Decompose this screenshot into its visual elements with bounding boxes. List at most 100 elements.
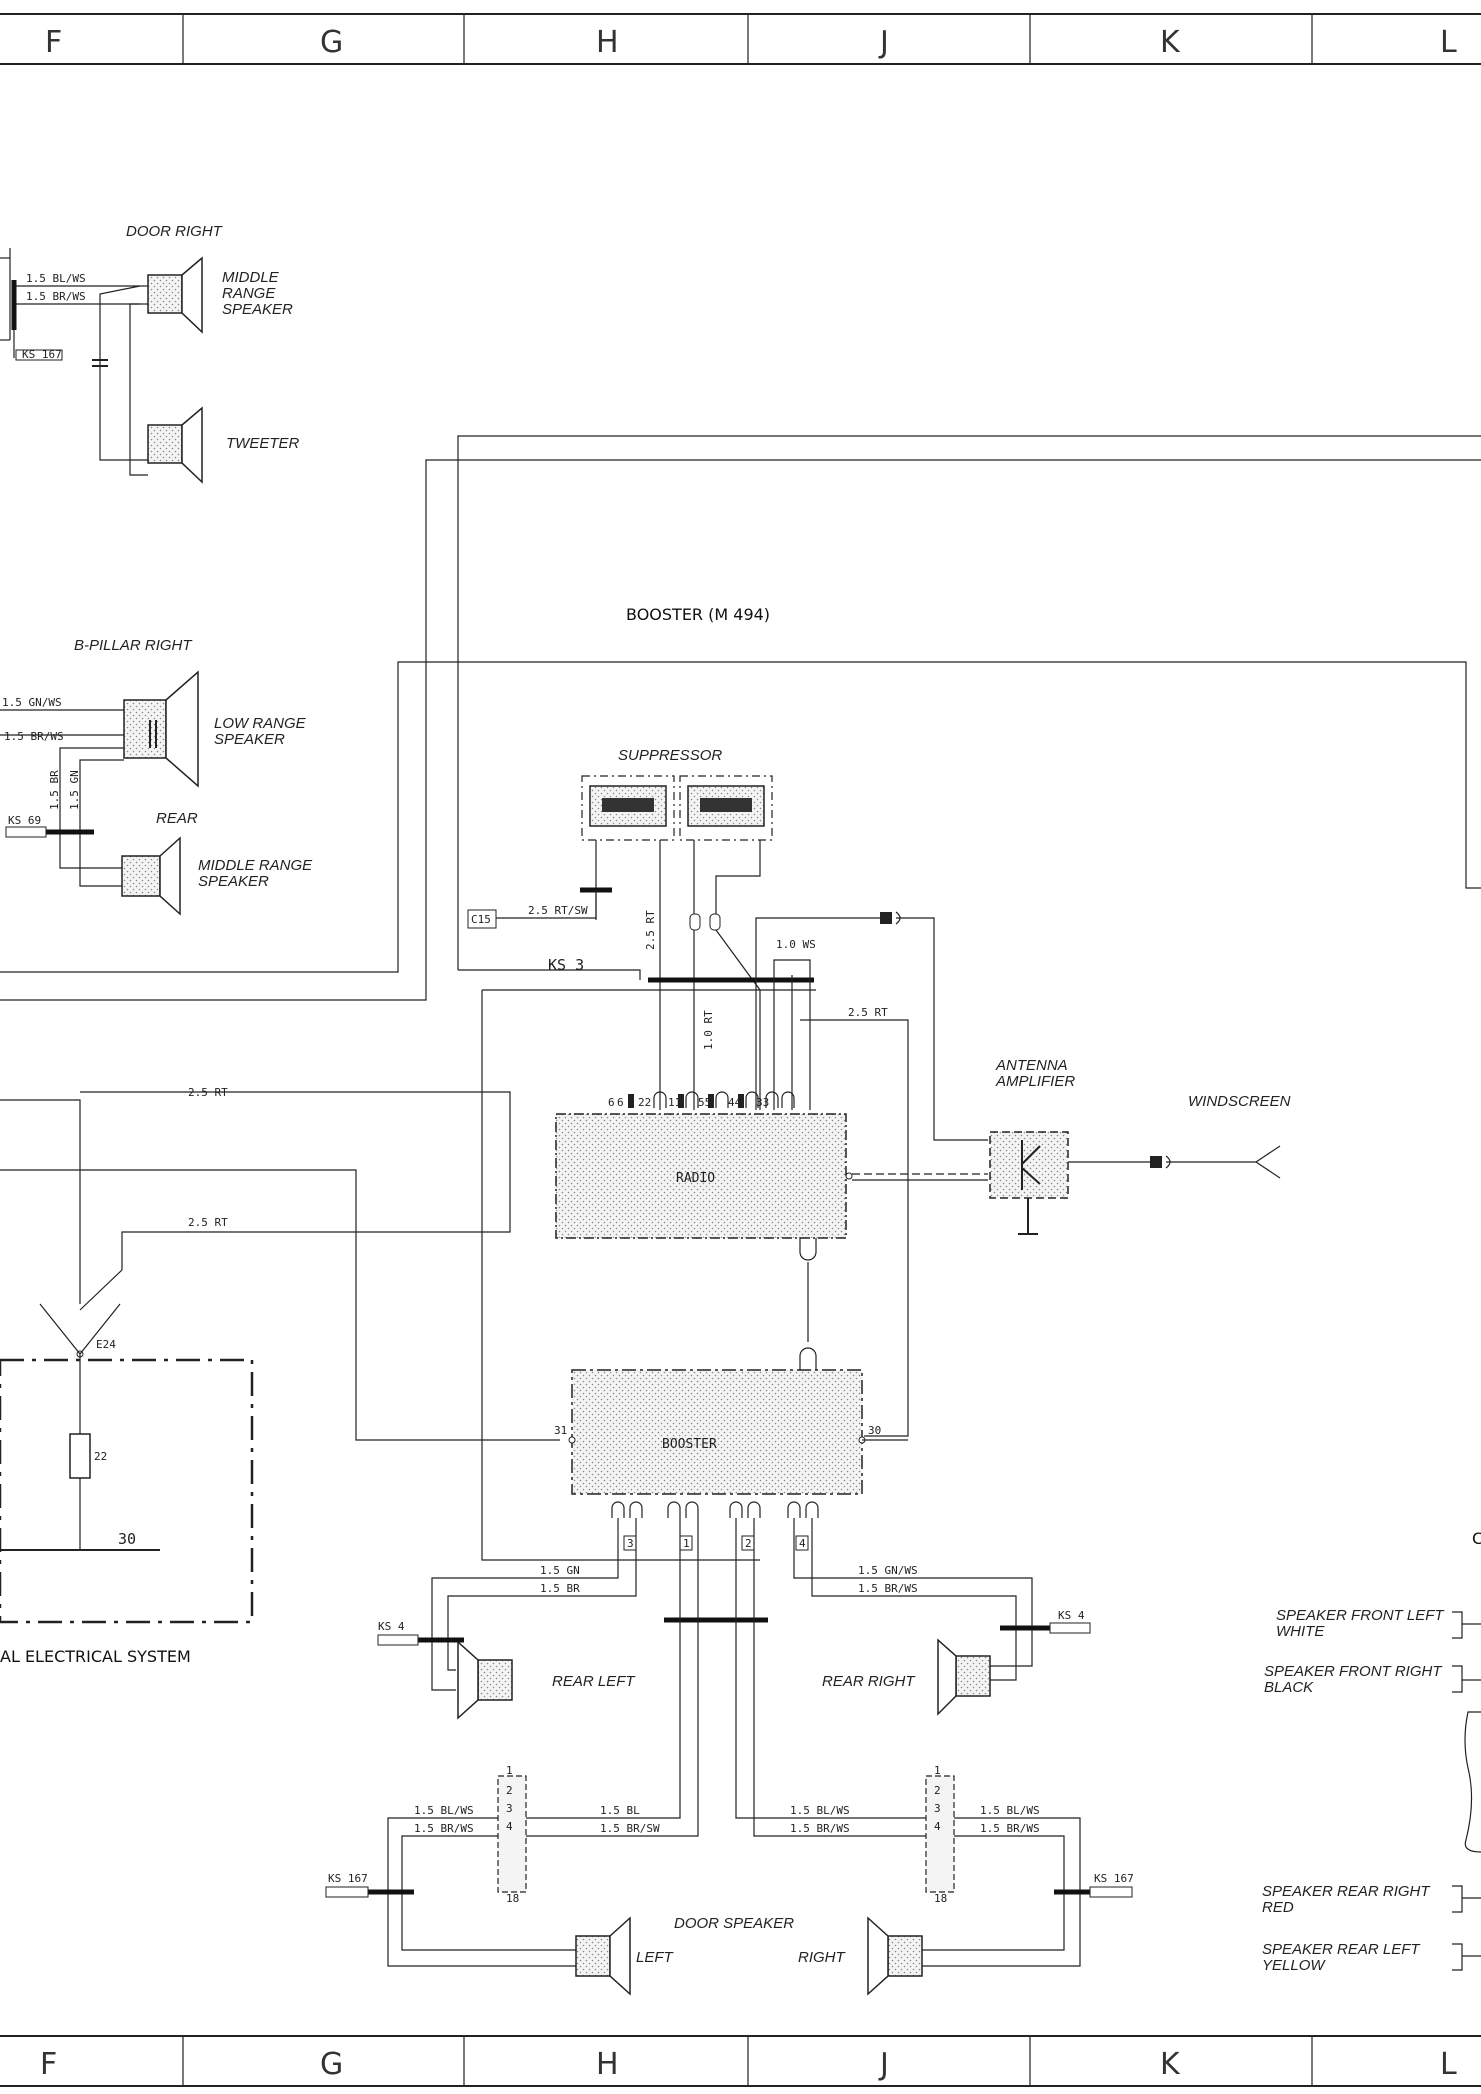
wire-label: 2.5 RT/SW (528, 904, 588, 917)
ks4-left-label: KS 4 (378, 1620, 405, 1633)
plug-pin: 2 (934, 1784, 941, 1797)
foot-col-l: L (1440, 2047, 1457, 2082)
mid-range-rear-label-2: SPEAKER (198, 873, 269, 890)
door-speaker-group: 1.5 BL 1.5 BR/SW 1.5 BL/WS 1.5 BR/WS 1 2… (325, 1518, 1134, 1996)
booster-pin-31: 31 (554, 1424, 567, 1437)
plug-pin: 4 (934, 1820, 941, 1833)
central-electrical-box (0, 1358, 254, 1624)
ks4-right-label: KS 4 (1058, 1609, 1085, 1622)
wire-label: 1.5 GN (68, 770, 81, 810)
legend-front-right-2: BLACK (1264, 1679, 1314, 1696)
plug-pin: 3 (506, 1802, 513, 1815)
radio-pin: 6 (617, 1096, 624, 1109)
foot-col-h: H (596, 2047, 619, 2082)
tweeter-label: TWEETER (226, 435, 299, 452)
door-right-label: RIGHT (798, 1949, 847, 1966)
door-right-magnet (887, 1935, 923, 1977)
ks3-label: KS 3 (548, 956, 584, 974)
fuse-22 (69, 1433, 91, 1479)
c15-label: C15 (471, 913, 491, 926)
legend-rear-left-1: SPEAKER REAR LEFT (1262, 1941, 1421, 1958)
wire-label: 1.0 WS (776, 938, 816, 951)
wire-label: 2.5 RT (644, 910, 657, 950)
central-electrical-title: AL ELECTRICAL SYSTEM (0, 1647, 191, 1666)
ks167-left-label: KS 167 (328, 1872, 368, 1885)
ks167-right-label: KS 167 (1094, 1872, 1134, 1885)
plug-pin: 1 (506, 1764, 513, 1777)
low-range-label-2: SPEAKER (214, 731, 285, 748)
rear-left-label: REAR LEFT (552, 1673, 636, 1690)
wire-label: 1.5 BL (600, 1804, 640, 1817)
column-header: F G H J K L (0, 13, 1481, 65)
b-pillar-label: B-PILLAR RIGHT (74, 637, 193, 654)
wire-label: 1.5 BR/WS (790, 1822, 850, 1835)
suppressor-label: SUPPRESSOR (618, 747, 722, 764)
ks69-label: KS 69 (8, 814, 41, 827)
wire-label: 2.5 RT (848, 1006, 888, 1019)
foot-col-j: J (878, 2047, 889, 2082)
antenna-label-1: ANTENNA (995, 1057, 1068, 1074)
booster-m494-title: BOOSTER (M 494) (626, 605, 770, 624)
e24-label: E24 (96, 1338, 116, 1351)
bus-lines (0, 435, 1481, 1001)
plug-pin: 1 (934, 1764, 941, 1777)
wire-label: 1.5 BR (540, 1582, 580, 1595)
fuse-feed-group: 2.5 RT 2.5 RT E24 22 30 AL ELECTRICAL SY… (0, 1086, 560, 1666)
booster-pin-30: 30 (868, 1424, 881, 1437)
foot-col-f: F (40, 2047, 57, 2082)
wire-label: 1.5 GN (540, 1564, 580, 1577)
booster-pin: 4 (799, 1537, 806, 1550)
speaker-icon (937, 1638, 957, 1716)
rear-middle-speaker-magnet (121, 855, 161, 897)
col-l: L (1440, 25, 1457, 60)
low-range-label-1: LOW RANGE (214, 715, 307, 732)
wire-label: 1.5 BL/WS (26, 272, 86, 285)
wire-label: 1.0 RT (702, 1010, 715, 1050)
legend-rear-right-2: RED (1262, 1899, 1294, 1916)
legend-plug-outline (1464, 1711, 1481, 1853)
legend-rear-left-2: YELLOW (1262, 1957, 1326, 1974)
door-right-group: DOOR RIGHT 1.5 BL/WS 1.5 BR/WS KS 167 MI… (0, 223, 299, 484)
plug-pin: 18 (934, 1892, 947, 1905)
radio-group: 6 6 22 11 55 44 33 RADIO (555, 1091, 988, 1370)
middle-range-label-2: RANGE (222, 285, 276, 302)
legend-front-right-1: SPEAKER FRONT RIGHT (1264, 1663, 1443, 1680)
ks3-group: KS 3 1.0 WS 2.5 RT (458, 911, 988, 1561)
rear-speakers-group: 1.5 GN 1.5 BR KS 4 REAR LEFT 1.5 GN/WS 1… (377, 1518, 1091, 1720)
rear-right-magnet (955, 1655, 991, 1697)
plug-pin: 3 (934, 1802, 941, 1815)
plug-pin: 2 (506, 1784, 513, 1797)
fuse-22-label: 22 (94, 1450, 107, 1463)
wire-label: 2.5 RT (188, 1086, 228, 1099)
plug-left (497, 1775, 527, 1893)
c-label: C (1472, 1529, 1481, 1548)
suppressor-group: SUPPRESSOR 2.5 RT C15 2.5 RT/SW 1.0 RT (467, 747, 773, 1110)
booster-group: BOOSTER 31 30 3 1 2 4 (554, 1369, 908, 1551)
rear-label: REAR (156, 810, 198, 827)
door-left-label: LEFT (636, 1949, 675, 1966)
wire-label: 1.5 BR/WS (4, 730, 64, 743)
booster-pin: 1 (683, 1537, 690, 1550)
antenna-label-2: AMPLIFIER (995, 1073, 1075, 1090)
wire-label: 1.5 BR/WS (414, 1822, 474, 1835)
radio-pin: 11 (668, 1096, 681, 1109)
col-k: K (1160, 25, 1181, 60)
legend-front-left-1: SPEAKER FRONT LEFT (1276, 1607, 1445, 1624)
wire-label: 1.5 BR (48, 770, 61, 810)
col-h: H (596, 25, 619, 60)
term-30-label: 30 (118, 1530, 136, 1548)
antenna-amplifier (989, 1131, 1069, 1199)
speaker-icon (181, 406, 203, 484)
middle-range-speaker-top-magnet (147, 274, 183, 314)
column-footer: F G H J K L (0, 2035, 1481, 2087)
middle-range-label-1: MIDDLE (222, 269, 280, 286)
foot-col-k: K (1160, 2047, 1181, 2082)
tweeter-magnet (147, 424, 183, 464)
plug-pin: 18 (506, 1892, 519, 1905)
speaker-icon (159, 836, 181, 916)
col-j: J (878, 25, 889, 60)
b-pillar-group: B-PILLAR RIGHT 1.5 GN/WS 1.5 BR/WS LOW R… (0, 637, 313, 916)
antenna-amp-group: ANTENNA AMPLIFIER WINDSCREEN (989, 1057, 1291, 1235)
middle-range-label-3: SPEAKER (222, 301, 293, 318)
